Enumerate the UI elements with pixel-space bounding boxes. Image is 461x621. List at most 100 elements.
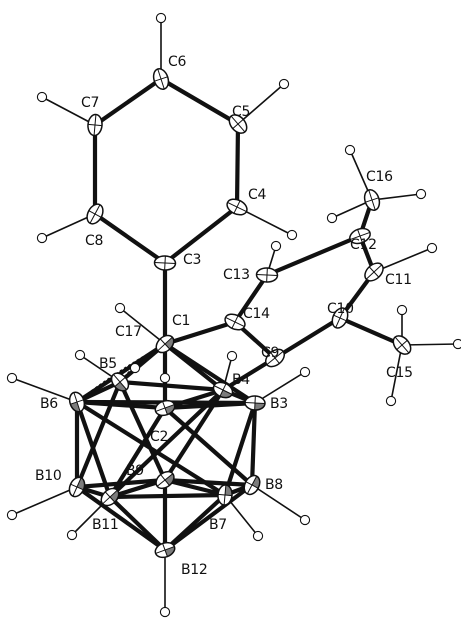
- bond-b5-b10: [74, 379, 123, 490]
- atom-label-c1: C1: [172, 313, 190, 329]
- atom-c1: [155, 334, 175, 354]
- bond-b3-b7: [222, 400, 258, 498]
- hydrogen-atom-h11: [426, 242, 438, 254]
- bond-c1-c14: [162, 319, 238, 347]
- atom-c8: [86, 203, 104, 225]
- atom-b10: [68, 476, 86, 498]
- bond-c1-b3: [162, 341, 258, 406]
- atom-c6: [152, 68, 170, 90]
- hydrogen-atom-h15b: [452, 338, 461, 350]
- atom-b5: [110, 372, 130, 392]
- atom-b11: [100, 487, 120, 507]
- hydrogen-atom-h5: [278, 78, 290, 90]
- atom-c12: [349, 227, 371, 245]
- bond-b9-b10: [74, 477, 168, 490]
- bond-c5-c6: [158, 76, 241, 127]
- atom-c16: [363, 189, 381, 211]
- hydrogen-atom-hb7: [252, 530, 264, 542]
- bond-b7-b11: [107, 492, 228, 500]
- atom-c11: [364, 262, 384, 282]
- atom-label-c7: C7: [81, 95, 99, 111]
- atom-label-c4: C4: [248, 187, 266, 203]
- bond-b5-b9: [117, 379, 168, 483]
- atom-labels: C1C2C3C4C5C6C7C8C9C10C11C12C13C14C15C16C…: [35, 54, 413, 578]
- atom-c9: [264, 348, 286, 368]
- atom-c4: [226, 198, 248, 216]
- atom-label-b12: B12: [181, 562, 208, 578]
- atom-c10: [331, 307, 349, 329]
- bond-b8-hb8: [251, 484, 306, 521]
- atom-label-b10: B10: [35, 468, 62, 484]
- hydrogen-atoms: [6, 12, 461, 618]
- hydrogen-atom-h8: [36, 232, 48, 244]
- hydrogen-atom-h13: [270, 240, 282, 252]
- bond-c8-h8: [41, 213, 96, 239]
- hydrogen-atom-hb12: [159, 606, 171, 618]
- bond-c6-c7: [92, 76, 164, 128]
- bond-c12-c13: [264, 233, 363, 278]
- atom-label-b4: B4: [232, 372, 250, 388]
- atom-label-b6: B6: [40, 396, 58, 412]
- hydrogen-atom-h16a: [344, 144, 356, 156]
- bond-b11-b12: [107, 494, 168, 553]
- atom-label-c16: C16: [366, 169, 393, 185]
- bond-c8-c3: [92, 211, 168, 266]
- atom-label-b11: B11: [92, 517, 119, 533]
- atom-c7: [87, 113, 103, 137]
- atom-c15: [392, 335, 412, 355]
- hydrogen-atom-h6: [155, 12, 167, 24]
- atom-label-c14: C14: [243, 306, 270, 322]
- hydrogen-atom-h15c: [385, 395, 397, 407]
- hydrogen-atom-h4: [286, 229, 298, 241]
- bond-c3-c4: [162, 204, 240, 266]
- bond-b4-b11: [107, 387, 226, 500]
- atom-c14: [224, 313, 246, 331]
- atom-label-c6: C6: [168, 54, 186, 70]
- atom-label-b7: B7: [209, 517, 227, 533]
- bond-c5-h5: [237, 83, 285, 125]
- heavy-atom-bonds: [74, 76, 405, 553]
- atom-label-c8: C8: [85, 233, 103, 249]
- atom-label-b8: B8: [265, 477, 283, 493]
- atom-label-c2: C2: [150, 429, 168, 445]
- atom-b12: [154, 541, 176, 559]
- bond-c1-h17a: [119, 307, 166, 345]
- bond-b10-b12: [74, 484, 168, 553]
- hydrogen-atom-hb4: [226, 350, 238, 362]
- atom-b8: [243, 474, 261, 496]
- bond-b3-hb3: [254, 371, 306, 404]
- atom-label-c13: C13: [223, 267, 250, 283]
- hydrogen-atom-h16b: [415, 188, 427, 200]
- atom-c5: [228, 114, 248, 134]
- bond-c2-b8: [162, 405, 255, 488]
- bond-b8-b12: [162, 482, 255, 553]
- atom-label-c5: C5: [232, 104, 250, 120]
- bond-b6-hb6: [11, 377, 78, 403]
- bond-c4-c5: [234, 121, 241, 210]
- atom-b7: [217, 484, 233, 506]
- atom-label-b5: B5: [99, 356, 117, 372]
- atom-b3: [244, 395, 266, 411]
- bond-b6-b11: [74, 399, 113, 500]
- atom-b6: [68, 391, 86, 413]
- atom-label-b9: B9: [126, 463, 144, 479]
- bond-b4-b5: [117, 379, 226, 393]
- bond-b10-hb10: [11, 486, 78, 516]
- atom-b4: [212, 381, 234, 399]
- hydrogen-atom-hb6: [6, 372, 18, 384]
- hydrogen-atom-hc2: [159, 372, 171, 384]
- hydrogen-atom-hb10: [6, 509, 18, 521]
- hydrogen-atom-h16c: [326, 212, 338, 224]
- atom-label-b3: B3: [270, 396, 288, 412]
- atom-label-c11: C11: [385, 272, 412, 288]
- bond-b3-b8: [249, 400, 258, 488]
- bond-c15-h15c: [390, 344, 403, 402]
- hydrogen-atom-hb8: [299, 514, 311, 526]
- bond-c9-c10: [272, 315, 343, 361]
- bond-c10-c15: [337, 315, 405, 348]
- bond-b6-b7: [74, 399, 228, 498]
- atom-label-c10: C10: [327, 301, 354, 317]
- hydrogen-atom-hb5: [74, 349, 86, 361]
- atom-label-c9: C9: [261, 345, 279, 361]
